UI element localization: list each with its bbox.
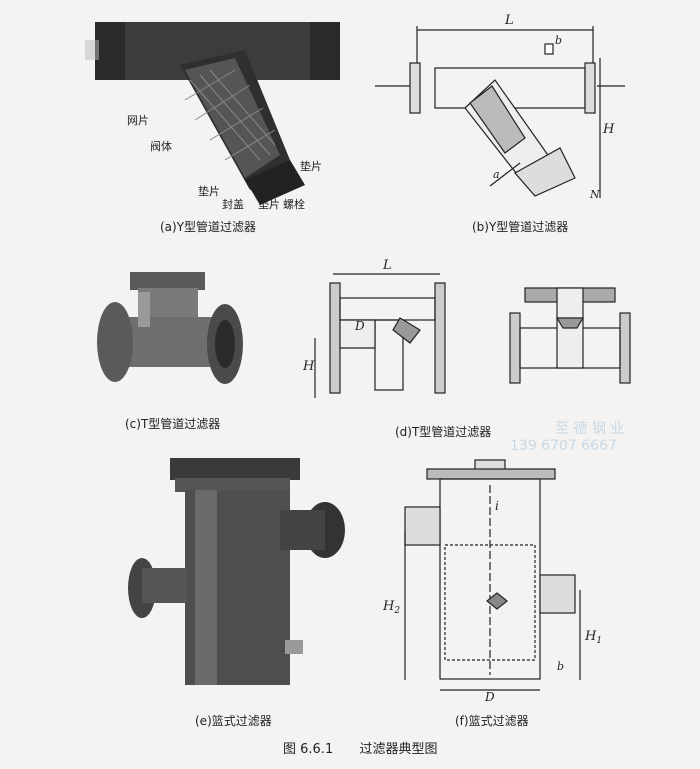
dim-N: N bbox=[589, 188, 600, 201]
drawing-y-strainer: L b H a N bbox=[375, 8, 625, 213]
figure-number: 图 6.6.1 bbox=[283, 742, 334, 757]
dim-a: a bbox=[493, 168, 500, 181]
watermark-company: 至 德 钢 业 bbox=[555, 421, 625, 437]
drawing-t-strainer: L D H bbox=[295, 258, 645, 418]
photo-t-strainer bbox=[90, 262, 250, 402]
label-gasket-left: 垫片 bbox=[198, 185, 220, 198]
drawing-basket-strainer: i H2 H1 b D bbox=[375, 455, 625, 705]
dim-b: b bbox=[555, 34, 562, 47]
dim-D: D bbox=[354, 319, 365, 333]
dim-L-d: L bbox=[382, 258, 392, 273]
label-gasket-right: 垫片 bbox=[300, 160, 322, 173]
photo-y-strainer bbox=[85, 10, 355, 210]
svg-text:H2: H2 bbox=[382, 599, 400, 616]
label-cover: 封盖 bbox=[222, 198, 244, 211]
caption-a: (a)Y型管道过滤器 bbox=[160, 220, 257, 234]
dim-H-d: H bbox=[302, 359, 315, 374]
watermark-phone: 139 6707 6667 bbox=[510, 438, 617, 454]
dim-D-f: D bbox=[484, 690, 495, 704]
label-screen: 网片 bbox=[127, 114, 149, 127]
label-bolt: 螺栓 bbox=[283, 198, 305, 211]
photo-basket-strainer bbox=[120, 450, 350, 700]
caption-d: (d)T型管道过滤器 bbox=[395, 425, 492, 439]
label-valve-body: 阀体 bbox=[150, 140, 172, 153]
caption-c: (c)T型管道过滤器 bbox=[125, 417, 221, 431]
dim-H2: H bbox=[382, 599, 395, 614]
caption-b: (b)Y型管道过滤器 bbox=[472, 220, 569, 234]
dim-H1: H bbox=[584, 629, 597, 644]
caption-f: (f)篮式过滤器 bbox=[455, 714, 529, 728]
label-gasket-bottom: 垫片 bbox=[258, 198, 280, 211]
dim-H: H bbox=[602, 122, 615, 137]
dim-H2-sub: 2 bbox=[393, 606, 400, 616]
dim-H1-sub: 1 bbox=[596, 636, 602, 646]
figure-title: 过滤器典型图 bbox=[359, 742, 438, 757]
figure-caption: 图 6.6.1 过滤器典型图 bbox=[283, 738, 438, 757]
dim-i: i bbox=[495, 499, 499, 513]
dim-L: L bbox=[504, 13, 514, 28]
caption-e: (e)篮式过滤器 bbox=[195, 714, 272, 728]
dim-b-f: b bbox=[557, 660, 564, 673]
svg-text:H1: H1 bbox=[584, 629, 602, 646]
